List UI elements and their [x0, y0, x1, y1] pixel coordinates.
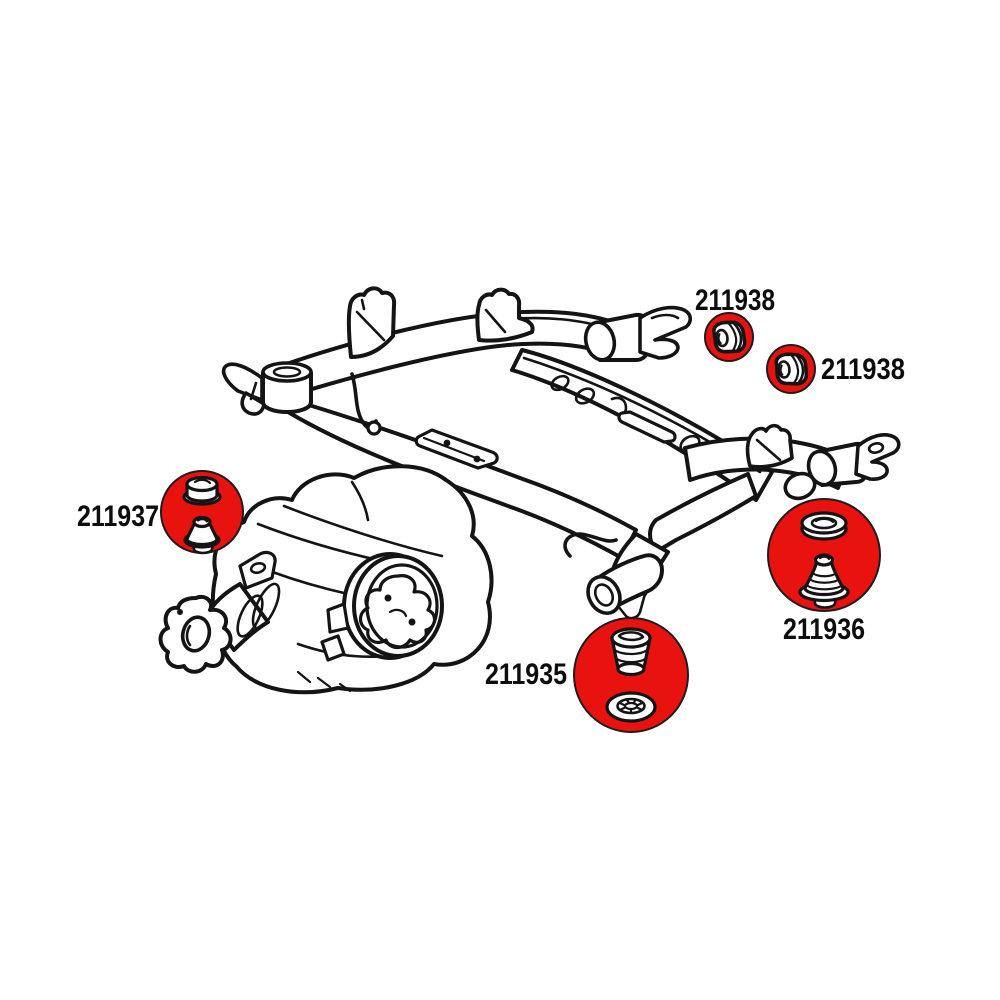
part-number-label: 211937 — [77, 500, 159, 533]
subframe-stamped-beam — [510, 348, 774, 502]
ribbed-stop-bushing-icon — [610, 627, 652, 677]
ring-bushing-icon — [605, 691, 657, 723]
callout-211938-lower[interactable]: 211938 — [766, 344, 905, 394]
differential-input-flange — [158, 595, 233, 674]
cap-bushing-icon — [182, 475, 222, 506]
differential-rear-flange — [320, 552, 444, 662]
sleeve-bushing-icon — [712, 320, 747, 354]
sleeve-bushing-icon — [774, 352, 809, 386]
ribbed-cone-bushing-icon — [798, 553, 850, 609]
subframe-right-mount-ear — [783, 433, 901, 501]
callout-211936[interactable]: 211936 — [767, 498, 881, 646]
subframe-left-mount — [221, 361, 313, 416]
part-number-label: 211936 — [783, 613, 865, 646]
washer-bushing-icon — [800, 511, 848, 541]
subframe-upper-bracket-left — [346, 286, 397, 359]
part-number-label: 211938 — [821, 353, 905, 386]
part-number-label: 211938 — [695, 284, 775, 317]
callout-211937[interactable]: 211937 — [77, 470, 244, 555]
callout-211938-upper[interactable]: 211938 — [695, 284, 775, 362]
cone-bushing-icon — [183, 515, 221, 555]
subframe-upper-bracket-right — [475, 287, 535, 343]
part-number-label: 211935 — [485, 658, 567, 691]
hook-rod-left — [350, 372, 382, 436]
subframe-top-right-ear — [583, 305, 693, 362]
callout-211935[interactable]: 211935 — [485, 617, 689, 733]
hook-rod-centre — [563, 532, 618, 558]
differential-drawing — [158, 464, 494, 695]
subframe-drawing — [221, 286, 901, 620]
subframe-bottom-mount — [586, 532, 670, 620]
